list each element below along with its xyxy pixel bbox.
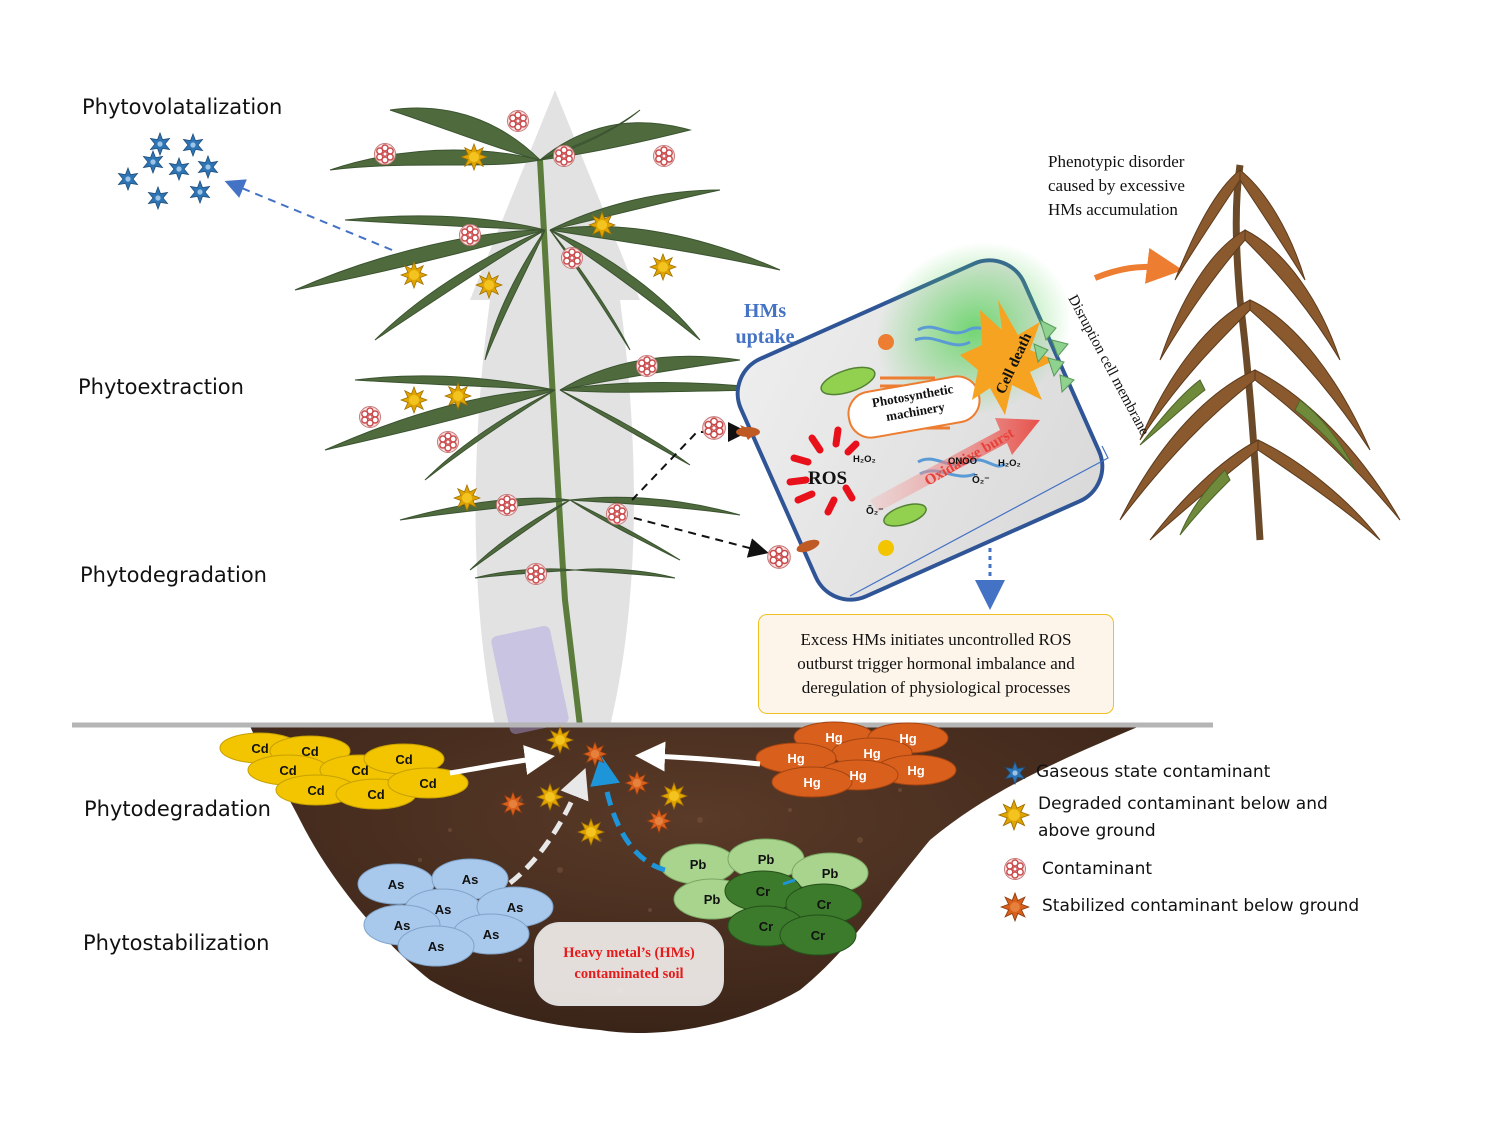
metal-label-hg: Hg <box>849 768 866 783</box>
superoxide-label-a: Ȫ₂⁻ <box>866 504 884 517</box>
metal-label-hg: Hg <box>899 731 916 746</box>
label-phytoextraction: Phytoextraction <box>78 375 244 399</box>
superoxide-label-b: Ȫ₂⁻ <box>972 473 990 486</box>
label-phytovolatalization: Phytovolatalization <box>82 95 283 119</box>
ros-label: ROS <box>808 468 847 489</box>
cell-organelles <box>736 300 1075 556</box>
metal-label-pb: Pb <box>704 892 721 907</box>
metal-label-as: As <box>483 927 500 942</box>
metal-label-cd: Cd <box>395 752 412 767</box>
h2o2-label-a: H₂O₂ <box>853 454 876 465</box>
metal-labels: Cd Cd Cd Cd Cd Cd Cd Cd Hg Hg Hg Hg Hg H… <box>251 730 924 954</box>
metal-label-hg: Hg <box>863 746 880 761</box>
leaf-mid-left <box>294 215 546 361</box>
metal-label-cd: Cd <box>279 763 296 778</box>
plant <box>294 107 781 727</box>
hg-uptake-arrow <box>635 741 761 772</box>
degraded-contaminant-icon <box>998 799 1030 831</box>
hms-uptake-label: HMs uptake <box>735 300 795 348</box>
metal-label-as: As <box>388 877 405 892</box>
metal-label-cr: Cr <box>759 919 773 934</box>
label-phytostabilization: Phytostabilization <box>83 931 270 955</box>
metal-label-hg: Hg <box>787 751 804 766</box>
onoo-label: ONOO̅ <box>948 456 977 467</box>
ros-note-box: Excess HMs initiates uncontrolled ROS ou… <box>758 614 1114 714</box>
cell-entry-arrow-upper <box>631 422 748 501</box>
metal-label-as: As <box>435 902 452 917</box>
cd-uptake-arrow <box>449 745 555 776</box>
metal-label-hg: Hg <box>907 763 924 778</box>
label-phytodegradation-below: Phytodegradation <box>84 797 271 821</box>
legend-contaminant: Contaminant <box>1042 859 1153 879</box>
cr-cluster <box>724 870 863 956</box>
metal-label-as: As <box>462 872 479 887</box>
hg-cluster <box>755 721 957 798</box>
leaf-top <box>329 107 692 171</box>
as-uptake-arrow <box>508 768 589 885</box>
volatilization-arrow <box>224 179 393 251</box>
contaminant-icon <box>1003 857 1027 881</box>
root-uptake-band <box>491 625 569 735</box>
leaf-low-left <box>324 375 556 481</box>
phenotype-arrow <box>1093 247 1183 284</box>
label-phytodegradation-above: Phytodegradation <box>80 563 267 587</box>
metal-label-as: As <box>428 939 445 954</box>
metal-label-as: As <box>507 900 524 915</box>
metal-label-cd: Cd <box>301 744 318 759</box>
pb-uptake-arrow <box>590 755 666 873</box>
metal-label-cr: Cr <box>811 928 825 943</box>
metal-label-cd: Cd <box>307 783 324 798</box>
metal-label-cd: Cd <box>419 776 436 791</box>
metal-label-cd: Cd <box>351 763 368 778</box>
wilted-plant <box>1085 164 1420 544</box>
metal-label-hg: Hg <box>803 775 820 790</box>
legend-stabilized: Stabilized contaminant below ground <box>1042 896 1360 916</box>
metal-label-pb: Pb <box>758 852 775 867</box>
cd-cluster <box>219 732 469 810</box>
h2o2-label-b: H₂O₂ <box>998 458 1021 469</box>
legend-degraded: Degraded contaminant below and above gro… <box>1038 794 1328 841</box>
metal-label-cr: Cr <box>817 897 831 912</box>
metal-label-cr: Cr <box>756 884 770 899</box>
as-cluster <box>357 858 554 967</box>
metal-label-pb: Pb <box>822 866 839 881</box>
contaminated-soil-label: Heavy metal’s (HMs) contaminated soil <box>534 922 724 1006</box>
stabilized-contaminant-icon <box>1000 892 1030 922</box>
cell-bracket <box>849 445 1109 597</box>
metal-label-cd: Cd <box>367 787 384 802</box>
cell-entry-arrow-lower <box>633 517 769 558</box>
metal-label-pb: Pb <box>690 857 707 872</box>
legend-gaseous: Gaseous state contaminant <box>1036 762 1271 782</box>
gaseous-cluster <box>118 132 218 210</box>
metal-label-as: As <box>394 918 411 933</box>
phenotypic-disorder-text: Phenotypic disorder caused by excessive … <box>1048 152 1185 219</box>
metal-label-hg: Hg <box>825 730 842 745</box>
pb-cr-link <box>782 878 796 886</box>
metal-label-cd: Cd <box>251 741 268 756</box>
leaf-bottom <box>399 496 741 571</box>
